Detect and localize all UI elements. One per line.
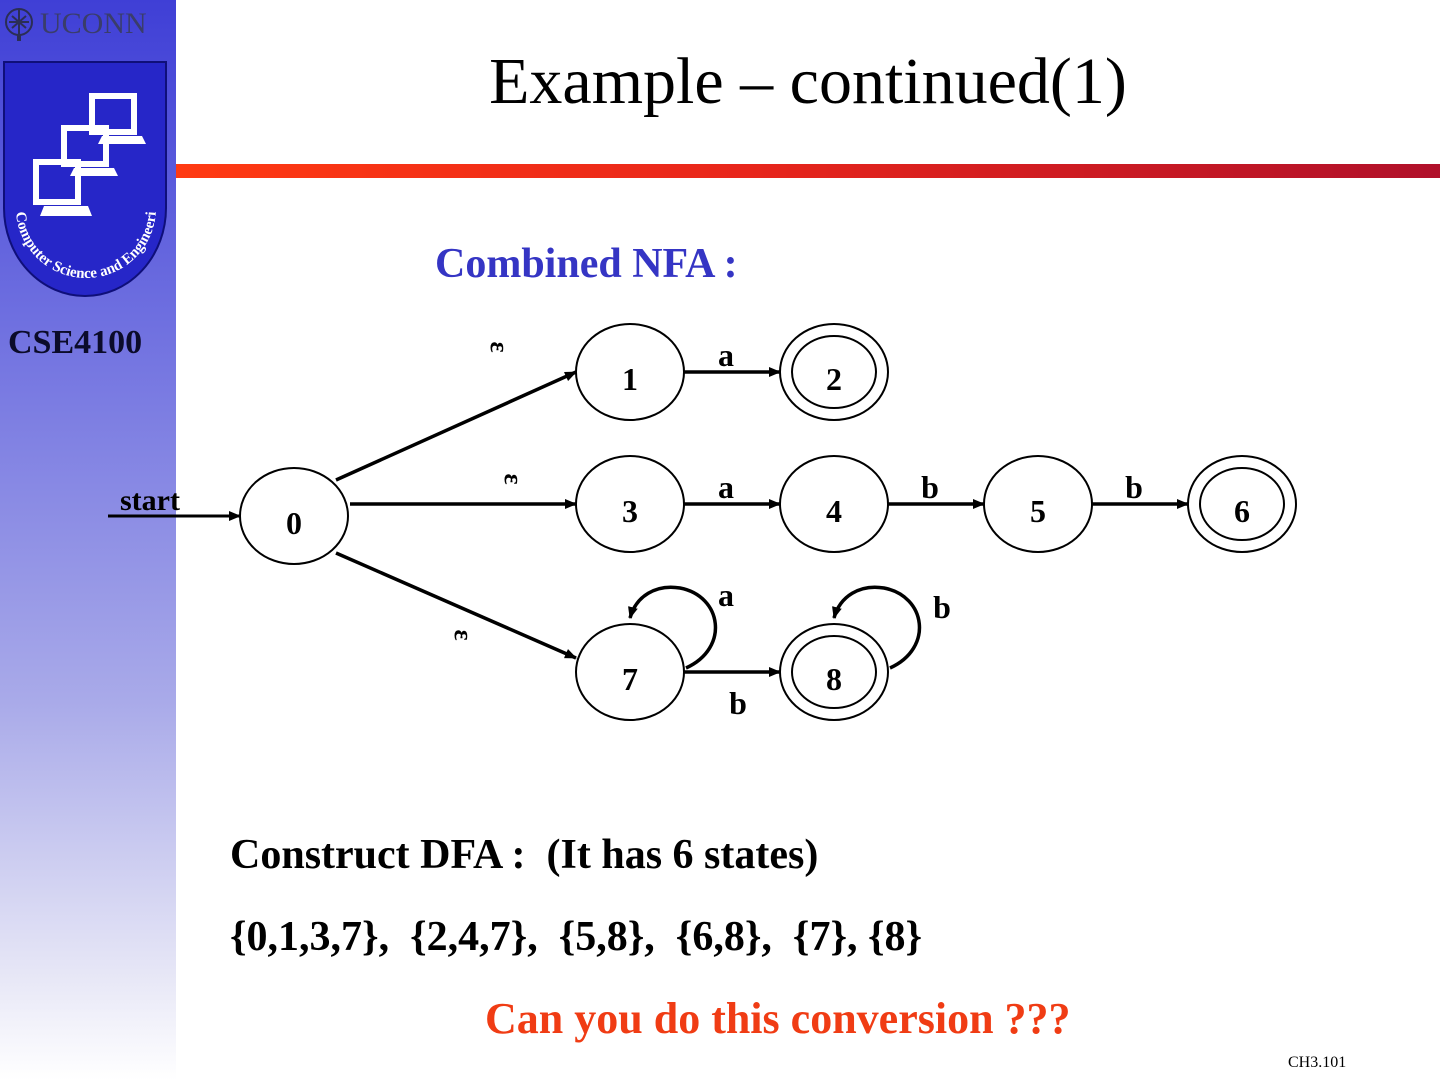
edge-0-7 (335, 551, 577, 660)
svg-text:1: 1 (622, 361, 638, 397)
svg-text:3: 3 (622, 493, 638, 529)
state-3: 3 (575, 455, 685, 553)
edge-label-0-3: ε (499, 473, 528, 484)
cse-department-emblem: Computer Science and Engineering (2, 58, 167, 297)
self-loop-7 (628, 585, 717, 670)
self-loop-8 (832, 585, 921, 670)
dfa-states-text: {0,1,3,7}, {2,4,7}, {5,8}, {6,8}, {7}, {… (230, 914, 923, 960)
oak-leaf-icon (5, 8, 33, 41)
state-5: 5 (983, 455, 1093, 553)
course-code: CSE4100 (8, 324, 143, 361)
edge-label-4-5: b (921, 469, 939, 505)
slide-title: Example – continued(1) (489, 45, 1127, 118)
edge-label-0-1: ε (485, 341, 514, 352)
title-divider (176, 164, 1440, 178)
svg-text:4: 4 (826, 493, 842, 529)
edge-label-0-7: ε (449, 629, 478, 640)
nfa-heading: Combined NFA : (435, 241, 738, 287)
start-label: start (120, 484, 180, 517)
svg-text:5: 5 (1030, 493, 1046, 529)
svg-text:7: 7 (622, 661, 638, 697)
construct-dfa-text: Construct DFA : (It has 6 states) (230, 832, 819, 878)
state-2: 2 (779, 323, 889, 421)
edge-label-3-4: a (718, 469, 734, 505)
edge-label-8-8: b (933, 589, 951, 625)
state-1: 1 (575, 323, 685, 421)
question-text: Can you do this conversion ??? (485, 994, 1071, 1043)
slide-number: CH3.101 (1288, 1054, 1347, 1071)
state-0: 0 (239, 467, 349, 565)
sidebar: UCONN Computer Science and Engineering C… (0, 0, 176, 1080)
state-4: 4 (779, 455, 889, 553)
edge-label-5-6: b (1125, 469, 1143, 505)
svg-text:2: 2 (826, 361, 842, 397)
svg-text:8: 8 (826, 661, 842, 697)
uconn-wordmark: UCONN (40, 7, 147, 40)
edge-0-1 (335, 370, 577, 482)
state-6: 6 (1187, 455, 1297, 553)
edge-label-7-8: b (729, 685, 747, 721)
state-8: 8 (779, 623, 889, 721)
svg-text:0: 0 (286, 505, 302, 541)
svg-text:6: 6 (1234, 493, 1250, 529)
computer-stack-icon (33, 93, 137, 205)
uconn-logo: UCONN (4, 4, 164, 44)
edge-label-7-7: a (718, 577, 734, 613)
state-7: 7 (575, 623, 685, 721)
edge-label-1-2: a (718, 337, 734, 373)
